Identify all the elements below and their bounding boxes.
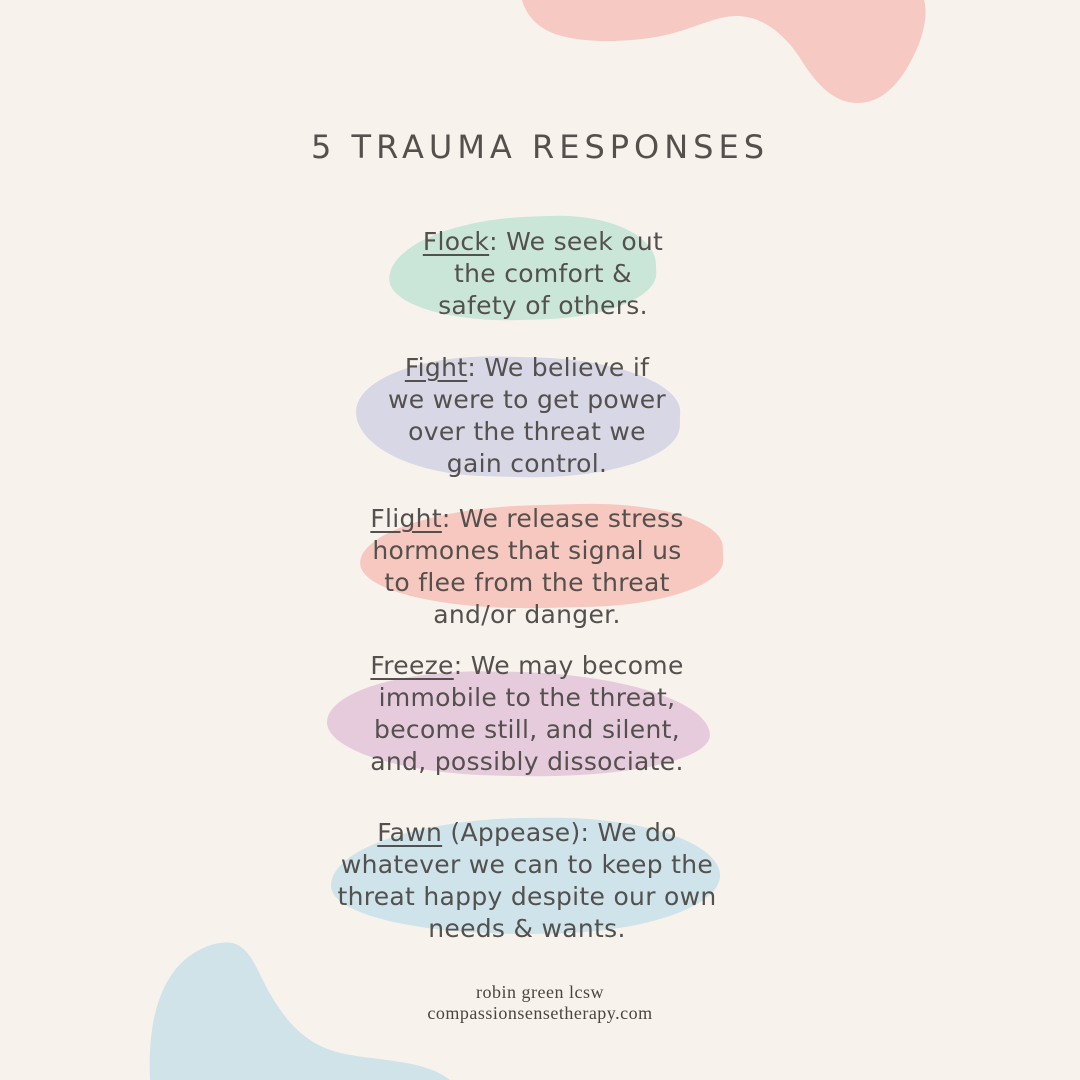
response-line: we were to get power [388,385,666,414]
response-line: hormones that signal us [372,536,682,565]
footer-author: robin green lcsw [476,982,604,1002]
response-line: immobile to the threat, [378,683,676,712]
response-term: Flock [422,227,490,256]
response-line: Flock: We seek out [303,226,783,258]
response-text-flight: Flight: We release stress hormones that … [277,503,777,631]
response-rest: (Appease): We do [442,818,677,847]
page-title: 5 TRAUMA RESPONSES [310,128,770,166]
response-line: threat happy despite our own [337,882,717,911]
response-rest: : We believe if [467,353,650,382]
response-line: Fight: We believe if [277,352,777,384]
response-rest: : We release stress [441,504,684,533]
decorative-blob-top-right [522,0,926,103]
response-line: safety of others. [438,291,648,320]
response-term: Fawn [377,818,443,847]
response-rest: : We seek out [489,227,664,256]
response-term: Fight [404,353,468,382]
response-line: and/or danger. [433,600,621,629]
response-line: Freeze: We may become [277,650,777,682]
response-line: and, possibly dissociate. [370,747,684,776]
response-term: Flight [370,504,442,533]
footer: robin green lcsw compassionsensetherapy.… [0,982,1080,1024]
response-term: Freeze [370,651,454,680]
response-line: to flee from the threat [384,568,670,597]
response-line: the comfort & [454,259,632,288]
response-line: Fawn (Appease): We do [267,817,787,849]
response-line: whatever we can to keep the [340,850,714,879]
response-text-freeze: Freeze: We may become immobile to the th… [277,650,777,778]
response-text-fight: Fight: We believe if we were to get powe… [277,352,777,480]
pink-blob-shape [522,0,926,103]
response-text-fawn: Fawn (Appease): We do whatever we can to… [267,817,787,945]
response-line: over the threat we [408,417,646,446]
response-rest: : We may become [453,651,684,680]
response-line: become still, and silent, [374,715,680,744]
response-line: gain control. [446,449,608,478]
footer-website: compassionsensetherapy.com [427,1003,653,1023]
response-line: needs & wants. [428,914,626,943]
response-line: Flight: We release stress [277,503,777,535]
response-text-flock: Flock: We seek out the comfort & safety … [303,226,783,322]
